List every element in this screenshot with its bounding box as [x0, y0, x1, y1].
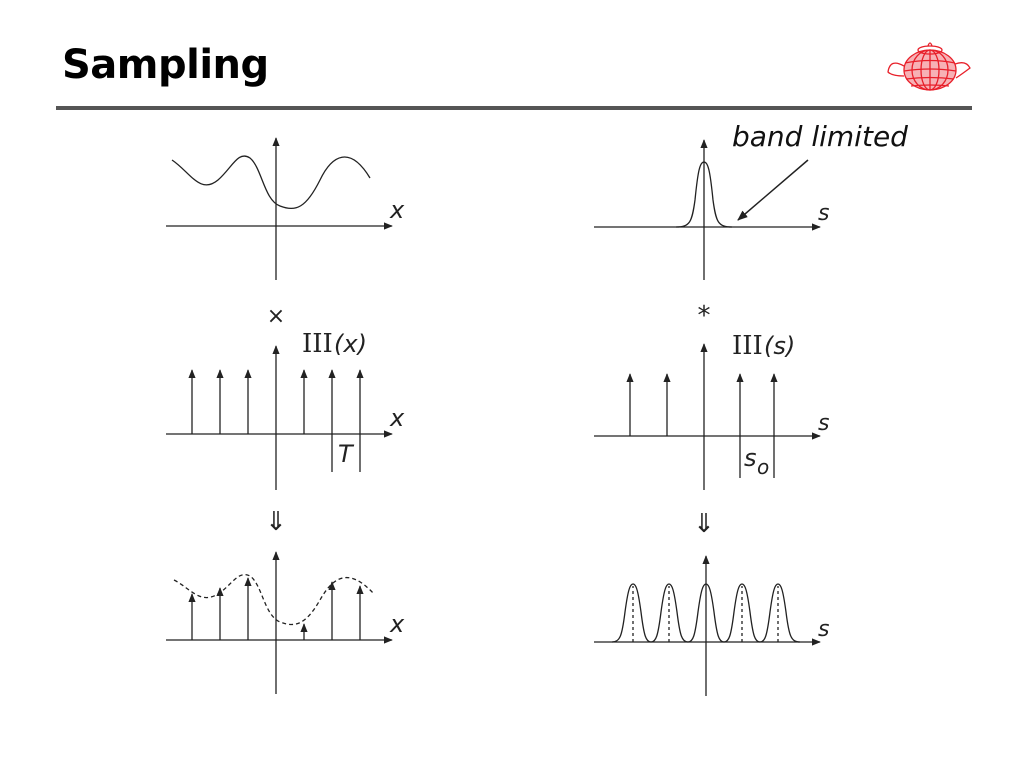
- sampled-envelope: [173, 574, 375, 626]
- comb-axis-label-left: x: [389, 404, 405, 432]
- period-label-right: s: [744, 444, 757, 472]
- multiply-symbol: ×: [267, 304, 285, 329]
- period-label-right-subscript: o: [757, 455, 769, 479]
- spectrum-axis-label: s: [818, 201, 829, 226]
- replicated-spectrum-plot: [594, 555, 821, 696]
- replicated-axis-label: s: [818, 617, 829, 642]
- annotation-arrow: [737, 159, 809, 221]
- sampled-plot: [166, 551, 393, 694]
- sampled-axis-label: x: [389, 610, 405, 638]
- comb-symbol-left: III: [302, 329, 333, 359]
- signal-curve: [171, 155, 371, 210]
- signal-axis-label: x: [389, 196, 405, 224]
- comb-plot-right: [594, 343, 821, 490]
- teapot-logo-icon: [887, 42, 971, 91]
- title-divider: [56, 106, 972, 110]
- result-arrow-right: ⇓: [693, 509, 715, 539]
- comb-arg-left: (x): [334, 330, 367, 358]
- result-arrow-left: ⇓: [265, 507, 287, 537]
- comb-symbol-right: III: [732, 331, 763, 361]
- comb-plot-left: [166, 345, 393, 490]
- band-limited-annotation: band limited: [732, 120, 908, 153]
- period-label-left: T: [338, 440, 355, 468]
- comb-arg-right: (s): [764, 332, 795, 360]
- signal-plot: [166, 137, 393, 280]
- replicated-peaks: [611, 583, 801, 643]
- slide-title: Sampling: [62, 42, 269, 88]
- convolve-symbol: *: [698, 301, 711, 331]
- spectrum-peak: [675, 161, 733, 228]
- comb-axis-label-right: s: [818, 411, 829, 436]
- spectrum-plot: [594, 139, 821, 280]
